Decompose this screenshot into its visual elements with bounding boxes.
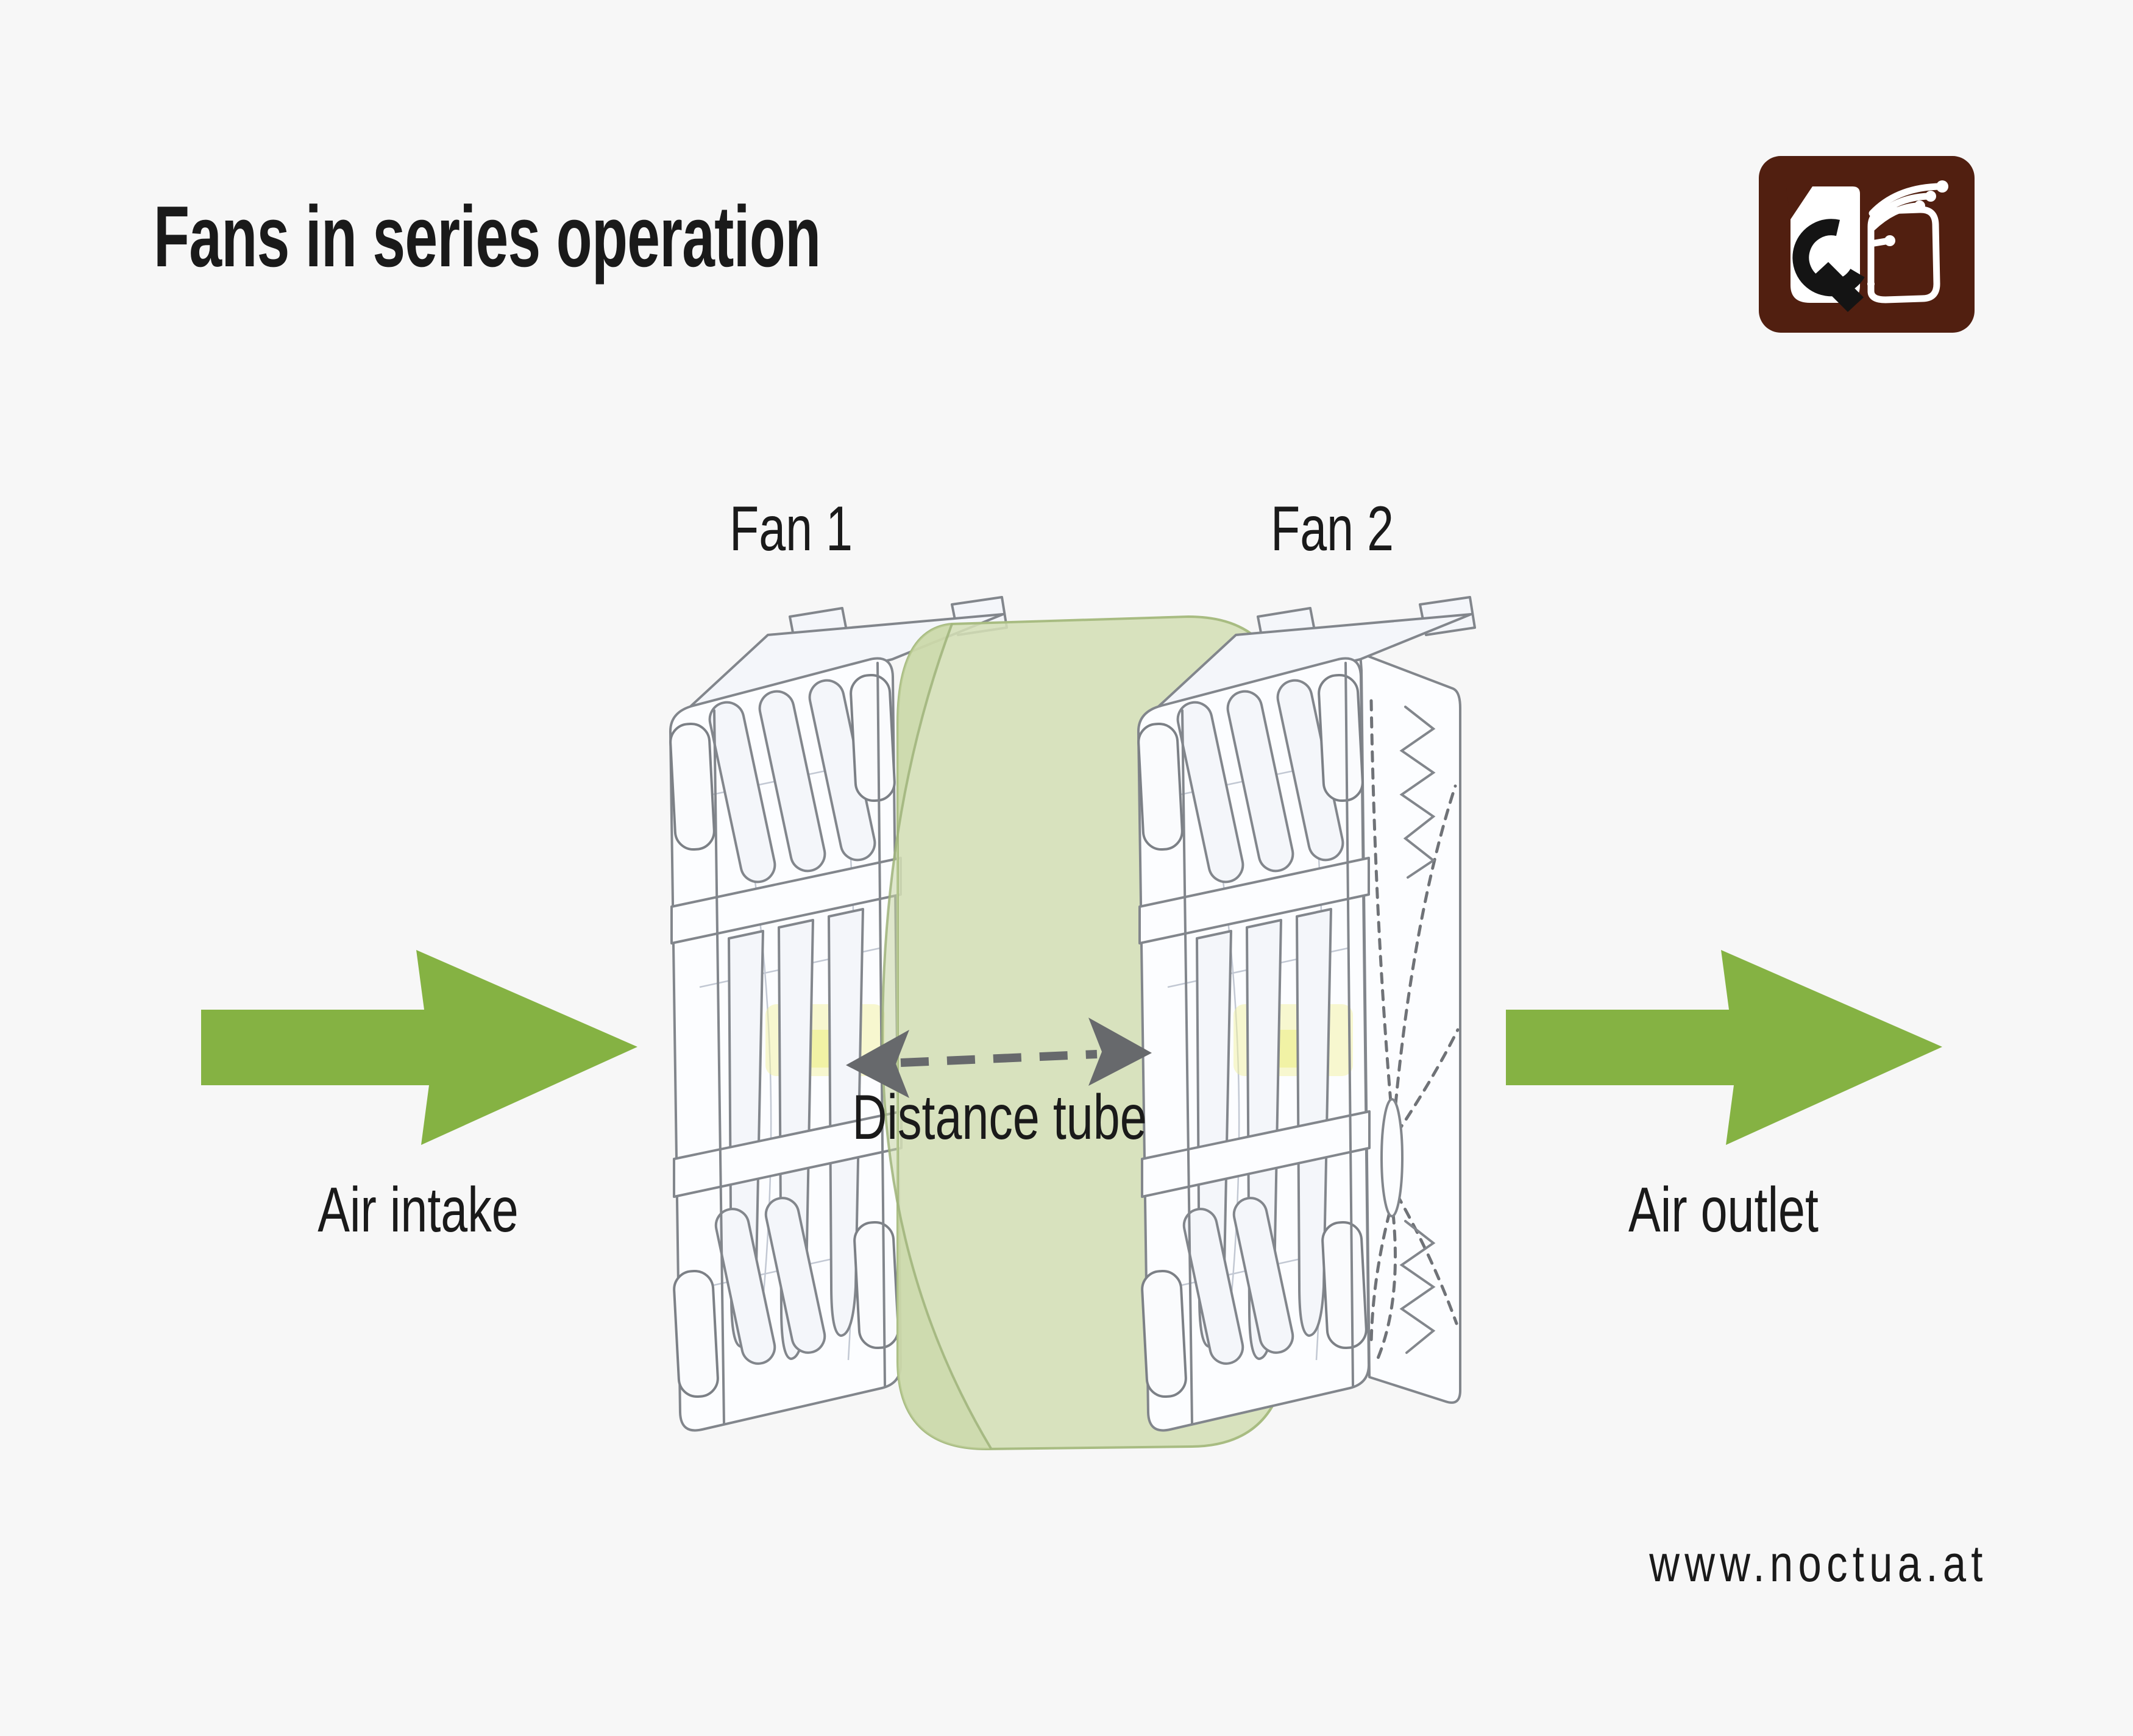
air-outlet-label: Air outlet bbox=[1628, 1175, 1819, 1245]
measure-arrowhead-right bbox=[1088, 1018, 1152, 1086]
fan1-illustration bbox=[669, 596, 1008, 1432]
fan2-blade-zigzag-top bbox=[1399, 706, 1436, 879]
fan-outline-icon bbox=[1867, 183, 1943, 303]
fan2-hub bbox=[1380, 1098, 1404, 1217]
fan-outline-dots bbox=[1867, 180, 1948, 288]
page-title: Fans in series operation bbox=[154, 188, 821, 285]
fan2-illustration bbox=[1137, 596, 1476, 1432]
noctua-logo bbox=[1759, 156, 1975, 333]
fan2-blade-zigzag-bottom bbox=[1399, 1220, 1436, 1354]
air-outlet-arrow bbox=[1506, 950, 1942, 1145]
measure-arrowhead-left bbox=[846, 1030, 909, 1098]
website-url: www.noctua.at bbox=[1649, 1535, 1988, 1592]
owl-beak bbox=[1812, 262, 1864, 312]
fan1-label: Fan 1 bbox=[729, 494, 853, 564]
air-intake-arrow bbox=[201, 950, 637, 1145]
fan2-label: Fan 2 bbox=[1270, 494, 1394, 564]
air-intake-label: Air intake bbox=[318, 1175, 519, 1245]
distance-measure-arrow bbox=[846, 1018, 1152, 1098]
distance-tube-label: Distance tube bbox=[852, 1082, 1147, 1153]
